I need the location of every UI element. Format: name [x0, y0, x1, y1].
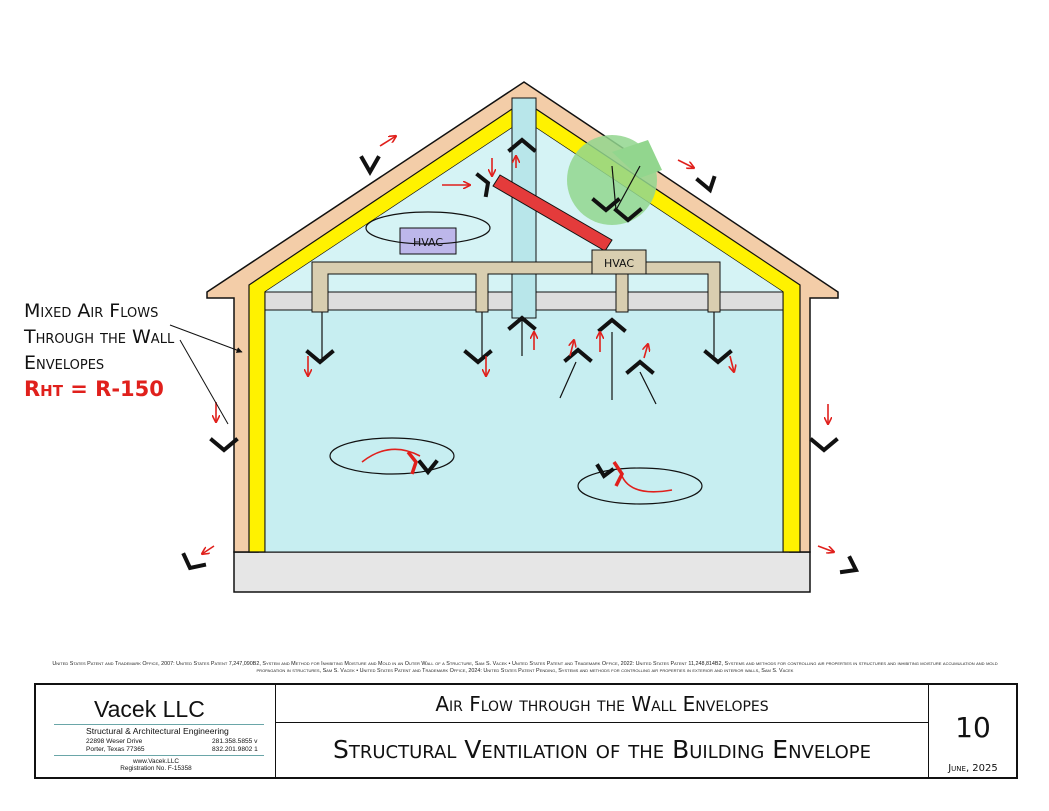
hvac-label-right: HVAC: [604, 257, 634, 270]
drawing-title: Structural Ventilation of the Building E…: [332, 735, 872, 764]
company-website: www.Vacek.LLC: [132, 758, 180, 765]
pointer-lines: [321, 165, 715, 405]
hvac-label-left: HVAC: [413, 236, 443, 249]
wall-flow-note-line-2: Through the Wall: [24, 326, 175, 348]
street-address: 22898 Weser Drive: [86, 738, 143, 745]
company-rule-top: [54, 724, 264, 726]
hvac-unit-left: [399, 227, 457, 255]
company-info: Vacek LLC Structural & Architectural Eng…: [36, 685, 276, 777]
company-address-line-2: Porter, Texas 77365 832.201.9802 1: [86, 746, 266, 753]
company-address-line-1: 22898 Weser Drive 281.358.5855 v: [86, 738, 266, 745]
hvac-circulation-loop: [365, 211, 491, 245]
exhaust-duct: [492, 174, 613, 252]
wall-flow-note-line-3: Envelopes: [24, 352, 105, 374]
ridge-vent-cap: [612, 140, 662, 178]
company-subtitle: Structural & Architectural Engineering: [86, 726, 229, 736]
flow-chevrons-black: [181, 137, 860, 575]
swirl-chevrons-red: [406, 450, 625, 487]
city-state-zip: Porter, Texas 77365: [86, 746, 145, 753]
hvac-unit-right: [591, 249, 647, 275]
note-leader-lines: [169, 324, 243, 425]
flow-arrows-red: [202, 136, 834, 554]
patent-notice: United States Patent and Trademark Offic…: [52, 661, 998, 674]
company-rule-bottom: [54, 755, 264, 757]
phone-alt: 832.201.9802 1: [212, 746, 258, 753]
sheet-number: 10: [955, 711, 991, 744]
interior-swirl-left: [329, 437, 455, 475]
building-section-diagram: HVAC HVAC: [169, 81, 860, 593]
title-block: Vacek LLC Structural & Architectural Eng…: [34, 683, 1018, 779]
company-name: Vacek LLC: [94, 696, 205, 722]
wall-flow-note-line-1: Mixed Air Flows: [24, 300, 159, 322]
sheet-date: June, 2025: [948, 763, 998, 774]
sheet-info: 10 June, 2025: [928, 685, 1016, 777]
phone-voice: 281.358.5855 v: [212, 738, 258, 745]
registration-number: Registration No. F-15358: [120, 765, 192, 772]
foundation-slab: [233, 551, 811, 593]
wall-flow-note: Mixed Air Flows Through the Wall Envelop…: [24, 298, 224, 402]
drawing-subtitle: Air Flow through the Wall Envelopes: [276, 685, 928, 723]
r-value-rating: Rht = R-150: [24, 377, 164, 401]
